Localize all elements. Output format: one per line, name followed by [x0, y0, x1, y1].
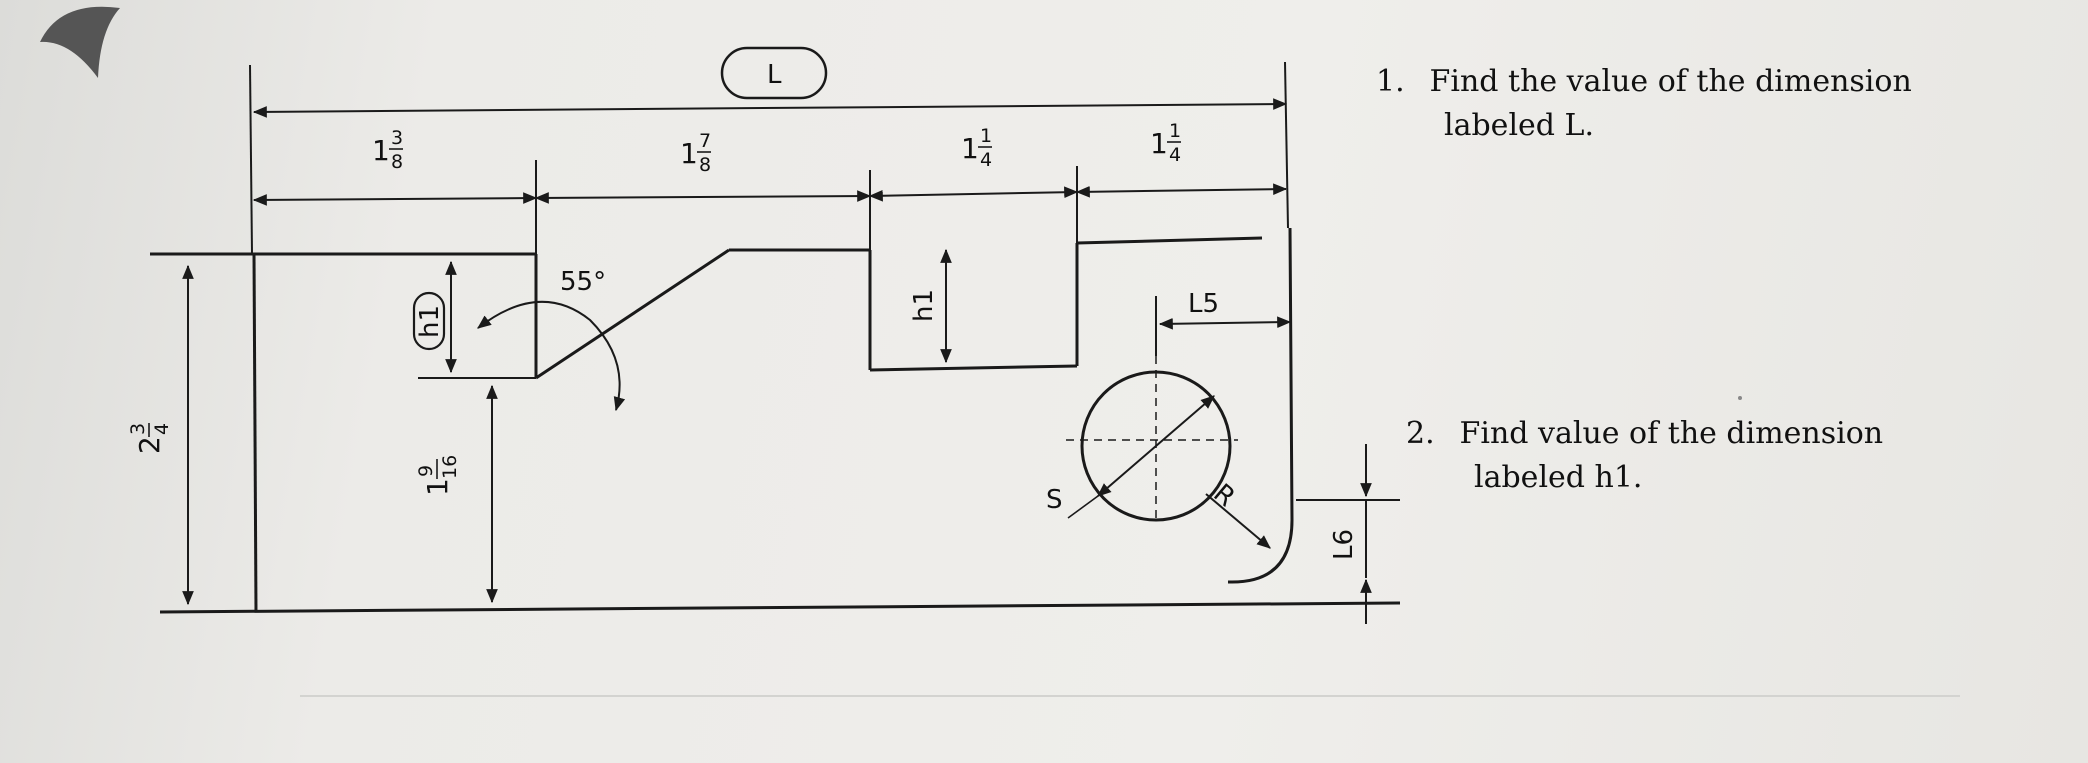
l6-label: L6	[1329, 529, 1359, 560]
angle-dimension: 55°	[477, 267, 626, 412]
hole-feature: S	[1046, 356, 1238, 522]
photo-corner-shadow	[40, 6, 120, 78]
question-1-number: 1.	[1376, 64, 1405, 99]
segment-3-label: 1 1 4	[961, 125, 992, 171]
faint-table-edge	[300, 695, 1960, 763]
svg-text:1: 1	[961, 132, 979, 165]
l5-label: L5	[1188, 289, 1219, 319]
question-1: 1. Find the value of the dimension label…	[1376, 60, 1986, 148]
question-2: 2. Find value of the dimension labeled h…	[1406, 412, 1966, 500]
question-2-text-line2: labeled h1.	[1474, 460, 1643, 495]
svg-text:1: 1	[372, 134, 390, 167]
svg-text:1: 1	[1150, 127, 1168, 160]
segment-2-label: 1 7 8	[680, 130, 711, 176]
segment-1-label: 1 3 8	[372, 127, 403, 173]
segment-dimensions: 1 3 8 1 7 8 1 1 4 1 1 4	[252, 120, 1288, 254]
dimension-L: L	[249, 46, 1289, 255]
svg-text:4: 4	[980, 149, 992, 171]
overall-height-dimension: 2 3 4	[127, 264, 194, 606]
question-1-text-line1: Find the value of the dimension	[1429, 64, 1912, 99]
svg-text:9: 9	[415, 465, 437, 477]
svg-text:8: 8	[699, 154, 711, 176]
angle-label: 55°	[560, 267, 606, 297]
lower-height-dimension: 1 9 16	[415, 384, 498, 604]
svg-text:1: 1	[680, 137, 698, 170]
overall-height-label: 2 3 4	[127, 423, 173, 454]
lower-height-label: 1 9 16	[415, 455, 461, 496]
svg-text:2: 2	[133, 436, 166, 454]
svg-text:7: 7	[699, 130, 711, 152]
h1-left-label: h1	[415, 305, 445, 338]
svg-text:1: 1	[1169, 120, 1181, 142]
svg-text:3: 3	[127, 423, 149, 435]
L-label: L	[767, 60, 782, 90]
l6-dimension: L6	[1296, 444, 1400, 624]
svg-text:4: 4	[151, 423, 173, 435]
segment-4-label: 1 1 4	[1150, 120, 1181, 166]
r-label: R	[1208, 478, 1241, 513]
part-outline	[150, 227, 1401, 614]
paper-speck	[1738, 396, 1742, 400]
L-label-box	[720, 46, 828, 100]
l5-dimension: L5	[1155, 289, 1292, 356]
svg-text:8: 8	[391, 151, 403, 173]
question-2-number: 2.	[1406, 416, 1435, 451]
svg-text:16: 16	[439, 455, 461, 479]
svg-text:4: 4	[1169, 144, 1181, 166]
question-2-text-line1: Find value of the dimension	[1459, 416, 1884, 451]
svg-text:1: 1	[980, 125, 992, 147]
h1-slot-dimension: h1	[909, 248, 952, 364]
question-1-text-line2: labeled L.	[1444, 108, 1594, 143]
s-label: S	[1046, 485, 1063, 515]
svg-text:3: 3	[391, 127, 403, 149]
h1-slot-label: h1	[909, 289, 939, 322]
svg-text:1: 1	[421, 478, 454, 496]
h1-left-dimension: h1	[412, 260, 536, 379]
